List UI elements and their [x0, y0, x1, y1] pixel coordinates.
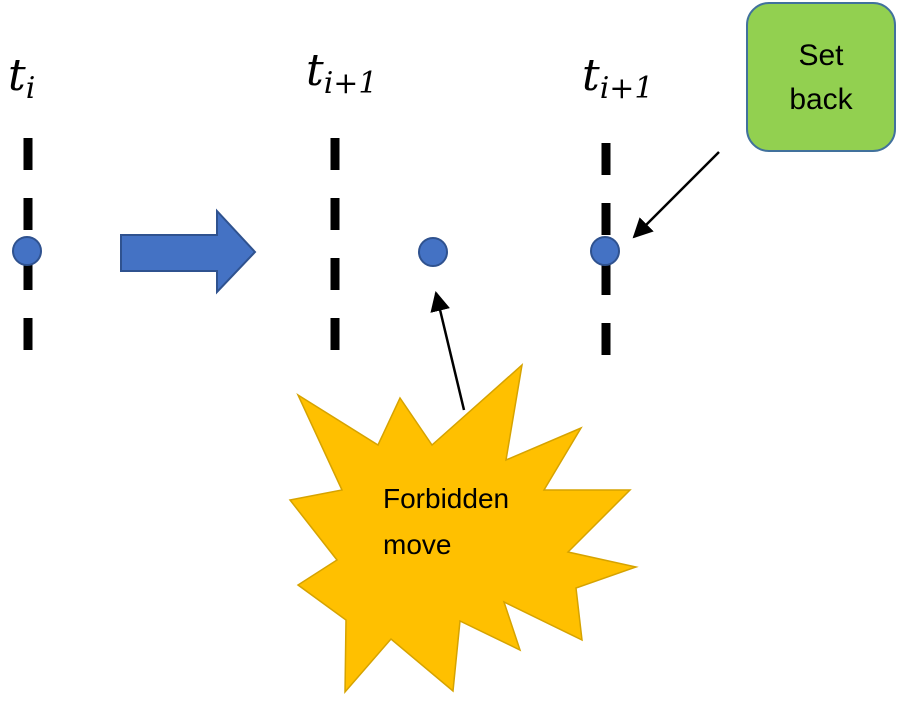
point-forbidden-position [418, 237, 448, 267]
forbidden-move-pointer-arrow [430, 291, 466, 411]
transition-arrow-icon [120, 208, 257, 295]
set-back-label-line1: Set [798, 39, 844, 72]
forbidden-move-label-line2: move [383, 529, 451, 560]
set-back-label-line2: back [789, 83, 853, 116]
set-back-box [746, 2, 896, 152]
set-back-pointer-arrow [632, 151, 720, 239]
time-label-t-i-plus-1-first: ti+1 [306, 45, 378, 101]
point-at-t-i [12, 236, 42, 266]
forbidden-move-burst [288, 363, 639, 695]
time-label-t-i-plus-1-second: ti+1 [582, 50, 654, 106]
point-set-back-position [590, 236, 620, 266]
forbidden-move-label-line1: Forbidden [383, 483, 509, 514]
time-label-t-i: ti [8, 50, 35, 106]
